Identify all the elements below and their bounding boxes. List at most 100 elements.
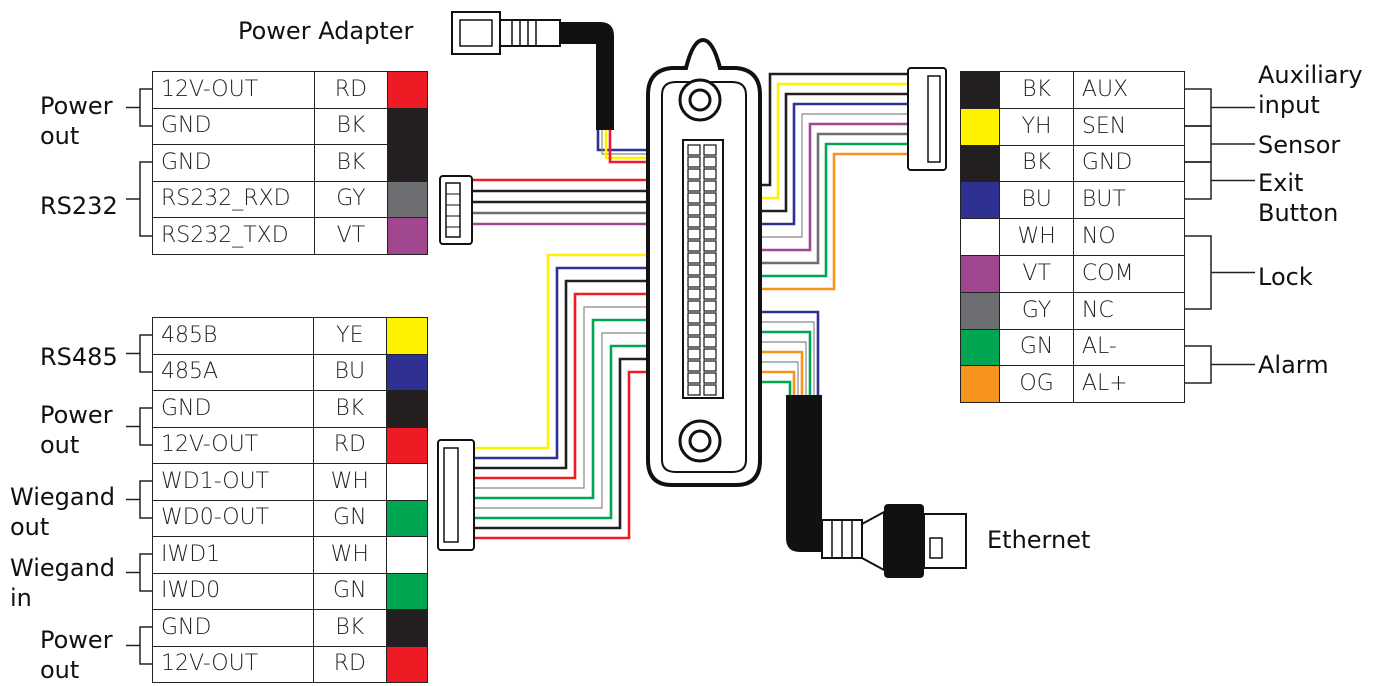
wiegand-in-label-line2: in [10,584,32,612]
power-out-label-3: Power out [40,625,113,685]
auxiliary-input-label-line2: input [1258,91,1320,119]
connector-pin [703,192,717,204]
color-code: WH [999,218,1074,256]
color-swatch [386,107,429,145]
wiegand-in-bracket [126,553,152,592]
connector-pin [703,312,717,324]
ethernet-label: Ethernet [987,526,1091,554]
signal-name: NC [1072,291,1186,330]
color-code: OG [999,365,1074,404]
connector-pins [687,144,717,396]
lock-wire [716,122,908,252]
color-swatch [386,645,428,683]
color-code: VT [314,217,388,255]
signal-name: 12V-OUT [152,426,314,464]
color-swatch [386,217,429,255]
color-swatch [959,71,1001,109]
color-code: YE [312,317,388,355]
wiegand-wire [474,318,690,500]
color-swatch [386,426,428,464]
power-out-label-3-line1: Power [40,626,113,654]
connector-pin [703,324,717,336]
connector-pin [703,144,717,156]
connector-pin [687,216,701,228]
color-code: BK [999,144,1074,183]
color-code: BK [314,107,388,145]
color-swatch [959,181,1001,220]
signal-name: AL+ [1072,365,1186,404]
rs232-connector [439,175,473,245]
connector-pin [687,372,701,384]
connector-pin [687,156,701,168]
power-out-label-3-line2: out [40,656,80,684]
connector-pin [703,168,717,180]
lock-connector [907,67,947,171]
power-out-label-1-line1: Power [40,92,113,120]
color-code: BK [999,71,1074,109]
color-code: GN [312,572,388,610]
connector-pin [703,360,717,372]
ethernet-cable [786,395,967,578]
sensor-bracket [1185,125,1255,163]
exit-button-label-line2: Button [1258,199,1339,227]
color-swatch [959,328,1001,367]
power-out-label-1: Power out [40,91,113,151]
signal-name: RS232_TXD [151,217,316,255]
connector-pin [703,264,717,276]
wiegand-wire [474,266,690,460]
screw-hole-bottom [678,419,722,463]
connector-pin [687,336,701,348]
color-swatch [386,180,429,218]
color-swatch [959,218,1001,256]
color-code: WH [312,463,388,501]
rs232-bracket [126,161,152,237]
color-code: BK [312,609,388,647]
signal-name: 12V-OUT [152,645,314,683]
color-swatch [959,254,1001,293]
signal-name: 485B [152,317,314,355]
rs485-bracket [126,334,152,373]
color-code: GN [312,499,388,537]
screw-hole-top [678,78,722,122]
color-code: VT [999,254,1074,293]
color-swatch [386,71,429,109]
lock-bracket [1185,235,1255,310]
color-code: BU [312,353,388,391]
color-code: BK [312,390,388,428]
connector-pin [703,240,717,252]
exit-button-bracket [1185,161,1255,200]
signal-name: AUX [1072,71,1186,109]
power-out-label-2-line2: out [40,431,80,459]
power-out-label-1-line2: out [40,122,80,150]
auxiliary-input-bracket [1185,88,1255,127]
color-code: GN [999,328,1074,367]
wiegand-wire [474,306,690,489]
color-swatch [386,390,428,428]
color-code: RD [312,645,388,683]
color-code: RD [312,426,388,464]
signal-name: IWD0 [152,572,314,610]
color-swatch [959,144,1001,183]
connector-pin [703,216,717,228]
power-out-bracket-2 [126,407,152,446]
color-code: WH [312,536,388,574]
wiegand-out-label: Wiegand out [10,482,115,542]
color-swatch [386,463,428,501]
connector-pin [687,300,701,312]
connector-pin [703,372,717,384]
connector-pin [687,348,701,360]
connector-pin [687,192,701,204]
wiegand-in-label-line1: Wiegand [10,554,116,582]
wiegand-out-label-line2: out [10,513,50,541]
connector-pin [687,204,701,216]
signal-name: 485A [152,353,314,391]
